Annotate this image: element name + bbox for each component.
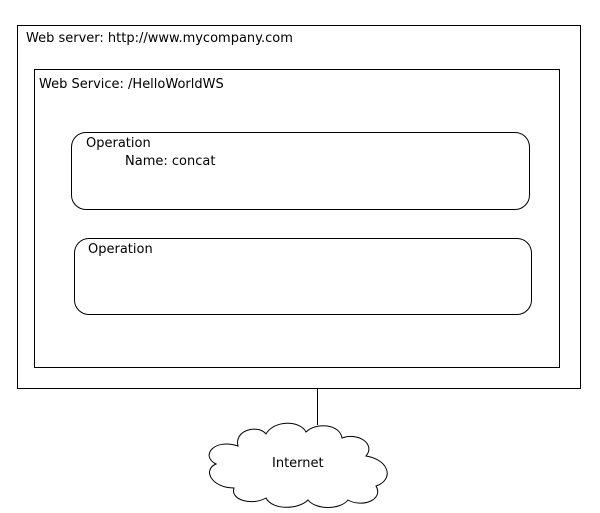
web-server-box: Web server: http://www.mycompany.com Web…	[17, 25, 581, 389]
internet-label: Internet	[272, 456, 324, 471]
cloud-icon	[208, 422, 388, 508]
web-service-title: Web Service: /HelloWorldWS	[39, 77, 224, 92]
web-service-box: Web Service: /HelloWorldWS Operation Nam…	[34, 69, 560, 368]
server-internet-connector	[317, 389, 318, 425]
operation-title-1: Operation	[86, 136, 151, 151]
operation-box-2: Operation	[74, 238, 532, 315]
web-server-title: Web server: http://www.mycompany.com	[26, 31, 293, 46]
operation-name-1: Name: concat	[125, 154, 216, 169]
operation-box-1: Operation Name: concat	[71, 132, 530, 210]
operation-title-2: Operation	[88, 242, 153, 257]
